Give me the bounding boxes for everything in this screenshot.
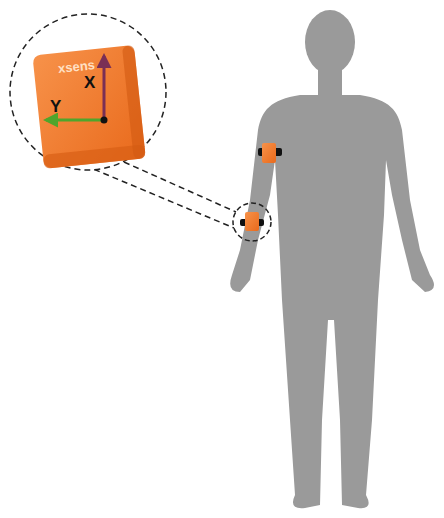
human-silhouette [230, 10, 434, 508]
zoom-leader [124, 162, 236, 212]
y-axis-arrow [46, 119, 104, 122]
axis-origin [101, 117, 108, 124]
axis-label: X [84, 74, 95, 91]
sensor-enlarged [32, 45, 145, 169]
axis-label: Y [50, 98, 61, 115]
zoom-circle-small [233, 203, 271, 241]
x-axis-arrow [103, 56, 106, 120]
upper-arm-sensor [258, 143, 282, 163]
wrist-sensor [240, 212, 264, 231]
zoom-circle [10, 14, 166, 170]
